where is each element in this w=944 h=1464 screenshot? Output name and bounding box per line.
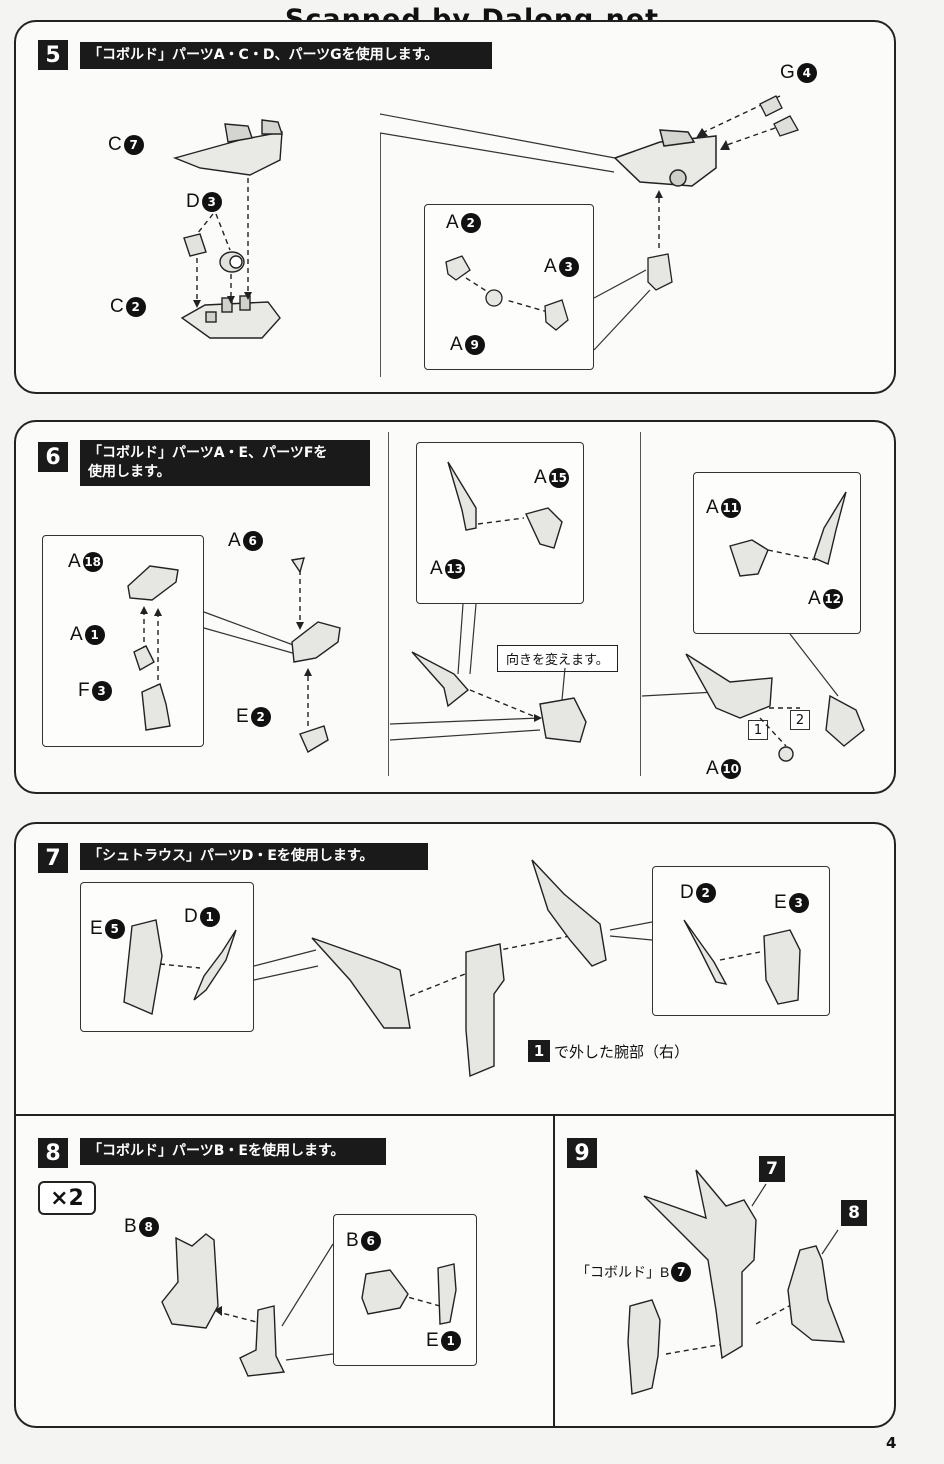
steps-7-8-divider-h (14, 1114, 896, 1116)
part-d3-pieces (183, 233, 245, 273)
part-e3 (763, 929, 801, 1005)
part-e1 (437, 1263, 457, 1325)
part-a15 (525, 507, 563, 549)
step-7-drawing (123, 859, 801, 1078)
step-8-number: 8 (38, 1138, 68, 1168)
part-g4-cones (759, 95, 799, 137)
part-assembled-right (685, 653, 773, 719)
step-6-step-box-1: 1 (748, 720, 768, 740)
page-number: 4 (886, 1434, 897, 1452)
part-b8 (161, 1233, 219, 1329)
part-a6 (290, 557, 305, 574)
part-assembled-arm (643, 1169, 757, 1360)
part-e2 (299, 725, 329, 754)
part-wing-left (311, 937, 411, 1029)
part-a-head (291, 621, 341, 663)
part-e5 (123, 919, 163, 1015)
part-a2-a3-a9 (445, 253, 673, 331)
steps-8-9-divider-v (553, 1114, 555, 1428)
part-b8-piece (787, 1245, 846, 1343)
step-9-drawing (627, 1169, 846, 1395)
part-assembled-shell (613, 129, 717, 187)
step-6-step-box-2: 2 (790, 710, 810, 730)
part-a13-blade (447, 461, 477, 531)
part-blade-right (825, 694, 865, 747)
part-block-mid (539, 697, 587, 743)
step-7-ref-number: 1 (528, 1040, 550, 1062)
part-a10 (778, 746, 794, 762)
step-7-ref-text: で外した腕部（右） (554, 1042, 690, 1061)
step-7-reference: 1 で外した腕部（右） (528, 1040, 689, 1062)
step-6-instruction: 「コボルド」パーツA・E、パーツFを 使用します。 (80, 440, 370, 486)
part-a11 (729, 539, 769, 577)
step-9-ref-8: 8 (841, 1200, 867, 1226)
part-b6 (361, 1269, 409, 1315)
part-e-peg (239, 1305, 286, 1377)
step-6-drawing (127, 461, 865, 762)
step-6-number: 6 (38, 442, 68, 472)
step-6-divider-1 (388, 432, 389, 776)
part-blade-mid (411, 651, 470, 708)
part-wing-right (531, 859, 607, 967)
part-d2 (683, 919, 728, 985)
step-5-divider (380, 133, 381, 377)
part-kobold-b7 (627, 1299, 661, 1395)
step-9-ref-7: 7 (759, 1156, 785, 1182)
part-arm-right (465, 943, 505, 1078)
step-6-instruction-line-1: 「コボルド」パーツA・E、パーツFを (88, 445, 328, 461)
step-6-instruction-line-2: 使用します。 (88, 464, 171, 480)
step-5-drawing (172, 95, 799, 351)
part-c2-shell (180, 295, 281, 339)
step-5-instruction: 「コボルド」パーツA・C・D、パーツGを使用します。 (80, 42, 492, 69)
step-9-number: 9 (567, 1138, 597, 1168)
part-a1 (133, 645, 155, 672)
step-7-inset-right (652, 866, 830, 1016)
part-a18 (127, 565, 179, 601)
part-d1 (193, 929, 237, 1001)
step-7-number: 7 (38, 843, 68, 873)
part-f3 (141, 683, 171, 731)
part-a12-blade (813, 491, 847, 565)
step-8-instruction: 「コボルド」パーツB・Eを使用します。 (80, 1138, 386, 1165)
step-8-drawing (161, 1233, 457, 1377)
part-c7-shell (172, 119, 283, 176)
step-5-number: 5 (38, 40, 68, 70)
step-6-note: 向きを変えます。 (497, 645, 618, 672)
step-7-instruction: 「シュトラウス」パーツD・Eを使用します。 (80, 843, 428, 870)
step-5-arrows (196, 95, 793, 313)
step-8-quantity: ×2 (38, 1181, 96, 1215)
step-6-divider-2 (640, 432, 641, 776)
step-5-detail-inset (424, 204, 594, 370)
